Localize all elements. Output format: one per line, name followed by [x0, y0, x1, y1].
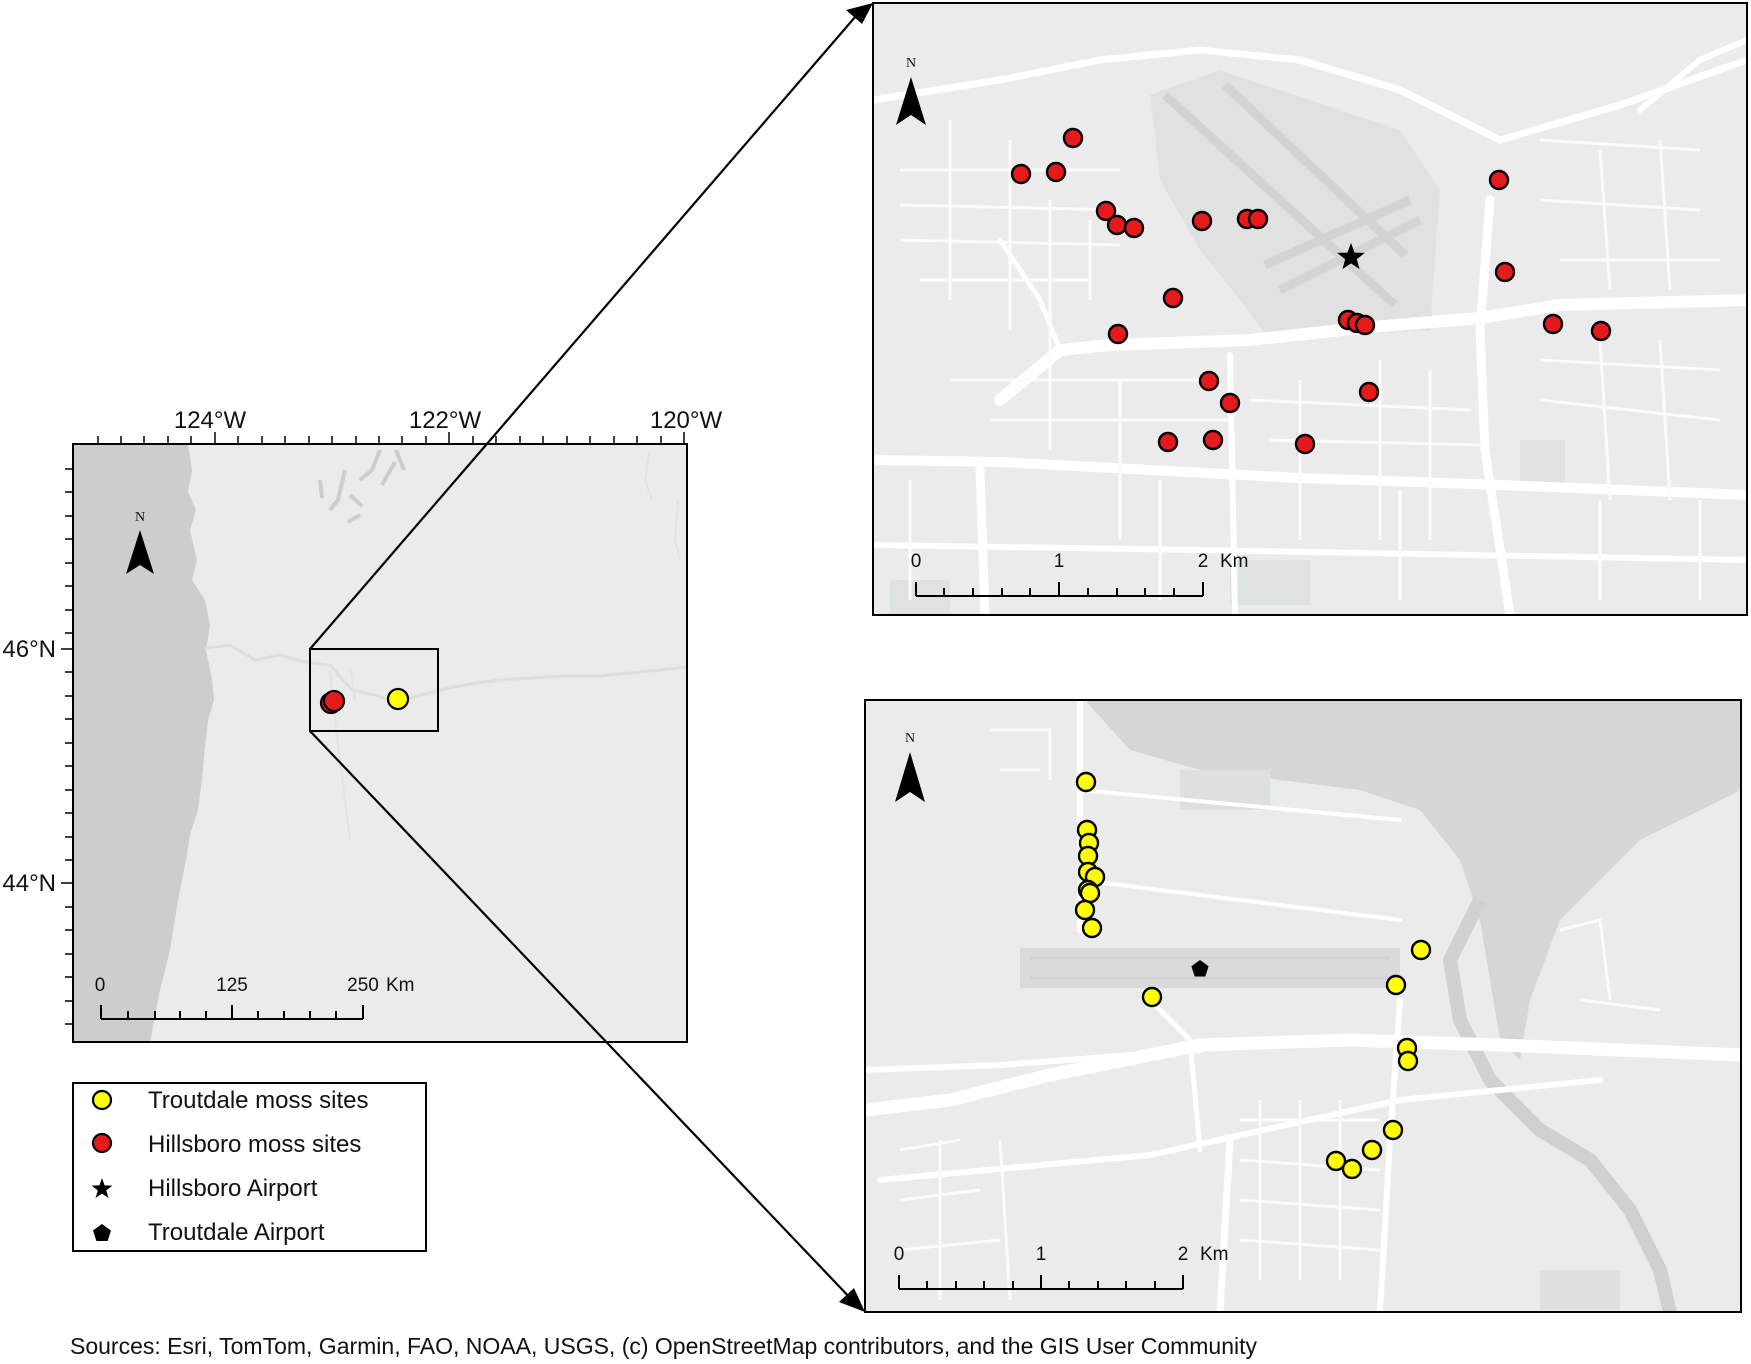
lat-label-44: 44°N: [2, 870, 56, 897]
legend-troutdale-symbol-icon: [91, 1089, 113, 1111]
hillsboro-site-marker: [1354, 314, 1376, 336]
overview-hillsboro-site: [322, 689, 346, 713]
troutdale-site-marker: [1075, 771, 1097, 793]
hillsboro-site-marker: [1219, 392, 1241, 414]
legend-star-icon: [91, 1178, 113, 1198]
legend-hillsboro-airport-label: Hillsboro Airport: [148, 1175, 318, 1202]
puget-sound: [318, 449, 406, 524]
scale-label-2: 2: [1178, 1244, 1189, 1265]
troutdale-site-marker: [1079, 882, 1101, 904]
hillsboro-scale-bar: 0 1 2 Km: [911, 551, 1249, 597]
lon-label-120: 120°W: [650, 407, 723, 434]
overview-scale-bar: 0 125 250 Km: [95, 975, 415, 1020]
hillsboro-site-marker: [1198, 370, 1220, 392]
north-label: N: [905, 731, 915, 746]
hillsboro-frame: [872, 2, 1748, 616]
inset-connectors: [309, 3, 873, 1312]
hillsboro-airport-ground: [1150, 70, 1440, 340]
troutdale-runway-area: [1020, 948, 1400, 988]
hillsboro-site-marker: [1488, 169, 1510, 191]
troutdale-site-marker: [1397, 1050, 1419, 1072]
hillsboro-major-roads: [873, 37, 1747, 615]
lon-label-124: 124°W: [174, 407, 247, 434]
hillsboro-site-marker: [1106, 214, 1128, 236]
north-label: N: [906, 56, 916, 71]
scale-label-1: 1: [1054, 551, 1065, 572]
scale-unit: Km: [1200, 1244, 1229, 1265]
eastern-river: [643, 449, 681, 561]
troutdale-site-marker: [1341, 1158, 1363, 1180]
sources-credit: Sources: Esri, TomTom, Garmin, FAO, NOAA…: [70, 1333, 1258, 1359]
hillsboro-site-marker: [1107, 323, 1129, 345]
hillsboro-site-marker: [1358, 381, 1380, 403]
scale-label-0: 0: [894, 1244, 905, 1265]
pacific-ocean: [73, 444, 214, 1042]
overview-top-ticks: [97, 432, 685, 444]
troutdale-frame: [864, 699, 1742, 1313]
overview-troutdale-site: [386, 687, 410, 711]
legend-box: [72, 1082, 427, 1252]
troutdale-site-marker: [1410, 939, 1432, 961]
troutdale-scale-bar: 0 1 2 Km: [894, 1244, 1229, 1290]
hillsboro-site-marker: [1191, 210, 1213, 232]
hillsboro-airport-star-icon: [1337, 243, 1365, 270]
hillsboro-site-marker: [1162, 287, 1184, 309]
scale-unit: Km: [386, 975, 415, 996]
legend-hillsboro-label: Hillsboro moss sites: [148, 1131, 361, 1158]
troutdale-street-grid: [899, 728, 1661, 1301]
legend-pentagon-icon: [93, 1224, 111, 1241]
scale-unit: Km: [1220, 551, 1249, 572]
troutdale-major-roads: [865, 700, 1741, 1312]
troutdale-inset: N 0 1 2 Km: [864, 699, 1742, 1313]
overview-north-arrow-icon: N: [126, 510, 154, 574]
extent-box: [309, 648, 439, 732]
hillsboro-site-marker: [1542, 313, 1564, 335]
troutdale-site-marker: [1081, 917, 1103, 939]
hillsboro-site-marker: [1010, 163, 1032, 185]
hillsboro-site-marker: [1123, 217, 1145, 239]
scale-label-0: 0: [911, 551, 922, 572]
troutdale-sandy-river: [1443, 896, 1677, 1312]
troutdale-columbia-river: [1085, 700, 1741, 1060]
legend-troutdale-airport-label: Troutdale Airport: [148, 1219, 325, 1246]
north-label: N: [135, 510, 145, 525]
troutdale-sites: [1074, 771, 1432, 1180]
troutdale-airport-pentagon-icon: [1191, 960, 1209, 977]
hillsboro-site-marker: [1590, 320, 1612, 342]
hillsboro-site-marker: [1494, 261, 1516, 283]
hillsboro-site-marker: [1202, 429, 1224, 451]
lat-label-46: 46°N: [2, 636, 56, 663]
scale-label-0: 0: [95, 975, 106, 996]
troutdale-site-marker: [1382, 1119, 1404, 1141]
scale-label-250: 250: [347, 975, 379, 996]
hillsboro-site-marker: [1095, 200, 1117, 222]
lon-label-122: 122°W: [409, 407, 482, 434]
troutdale-site-marker: [1385, 974, 1407, 996]
legend-troutdale-label: Troutdale moss sites: [148, 1087, 369, 1114]
troutdale-site-marker: [1074, 899, 1096, 921]
legend-hillsboro-symbol-icon: [91, 1132, 113, 1154]
troutdale-north-arrow-icon: N: [895, 731, 925, 802]
hillsboro-inset: N 0 1 2 Km: [872, 2, 1748, 616]
overview-map: 124°W 122°W 120°W 46°N 44°N N 0 125 250: [2, 407, 723, 1043]
legend: Troutdale moss sites Hillsboro moss site…: [72, 1082, 427, 1252]
hillsboro-site-marker: [1062, 127, 1084, 149]
troutdale-runway-marks: [1030, 956, 1390, 980]
scale-label-2: 2: [1198, 551, 1209, 572]
overview-left-ticks: [61, 468, 73, 1025]
hillsboro-sites: [1010, 127, 1612, 455]
scale-label-1: 1: [1036, 1244, 1047, 1265]
scale-label-125: 125: [216, 975, 248, 996]
hillsboro-site-marker: [1045, 161, 1067, 183]
hillsboro-site-marker: [1247, 208, 1269, 230]
troutdale-site-marker: [1361, 1139, 1383, 1161]
hillsboro-site-marker: [1157, 431, 1179, 453]
hillsboro-north-arrow-icon: N: [896, 56, 926, 125]
troutdale-parks: [1180, 770, 1620, 1310]
troutdale-site-marker: [1141, 986, 1163, 1008]
hillsboro-street-grid: [899, 120, 1721, 600]
hillsboro-site-marker: [1294, 433, 1316, 455]
troutdale-site-marker: [1325, 1150, 1347, 1172]
